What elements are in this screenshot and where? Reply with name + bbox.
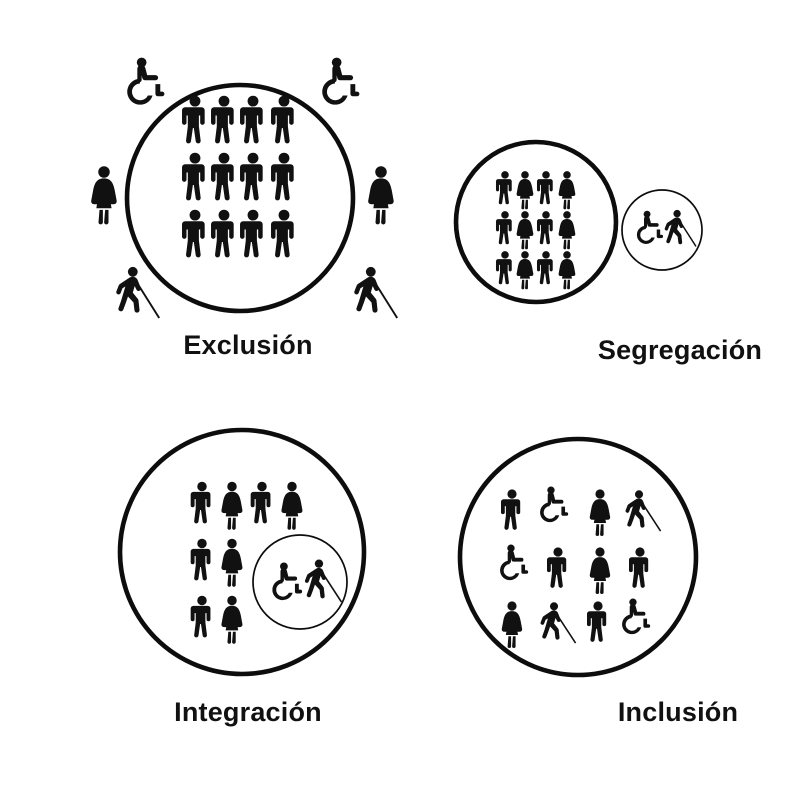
panel-integracion: Integración (0, 400, 400, 800)
man-pictogram-icon (495, 171, 512, 205)
woman-pictogram-icon (281, 481, 303, 530)
woman-pictogram-icon (91, 166, 117, 225)
woman-pictogram-icon (516, 251, 534, 290)
inclusion-inside-group (500, 486, 662, 648)
panel-exclusion: Exclusión (0, 0, 400, 400)
panel-segregacion: Segregación (400, 0, 800, 400)
wheelchair-accessibility-icon (500, 544, 529, 581)
man-pictogram-icon (182, 209, 205, 258)
wheelchair-accessibility-icon (322, 57, 360, 105)
man-pictogram-icon (182, 152, 205, 201)
woman-pictogram-icon (501, 601, 523, 648)
segregacion-main-circle (453, 139, 619, 305)
man-pictogram-icon (271, 152, 294, 201)
woman-pictogram-icon (589, 547, 611, 594)
man-pictogram-icon (240, 152, 263, 201)
man-pictogram-icon (536, 211, 553, 245)
integracion-inside-group (190, 481, 303, 644)
wheelchair-accessibility-icon (540, 486, 569, 523)
man-pictogram-icon (182, 95, 205, 144)
panel-label-integracion: Integración (174, 697, 322, 727)
woman-pictogram-icon (221, 538, 243, 587)
woman-pictogram-icon (558, 171, 576, 210)
man-pictogram-icon (250, 481, 271, 524)
integracion-main-circle (117, 427, 367, 677)
wheelchair-accessibility-icon (127, 57, 165, 105)
woman-pictogram-icon (221, 481, 243, 530)
blind-person-with-cane-icon (664, 209, 697, 247)
inclusion-graphic (457, 436, 699, 678)
panel-label-segregacion: Segregación (597, 335, 763, 365)
blind-person-with-cane-icon (354, 266, 399, 319)
blind-person-with-cane-icon (304, 559, 343, 603)
exclusion-graphic (91, 57, 399, 319)
blind-person-with-cane-icon (116, 266, 161, 319)
woman-pictogram-icon (558, 211, 576, 250)
man-pictogram-icon (211, 95, 234, 144)
man-pictogram-icon (536, 171, 553, 205)
woman-pictogram-icon (221, 595, 243, 644)
man-pictogram-icon (495, 211, 512, 245)
exclusion-inside-group (182, 95, 294, 258)
man-pictogram-icon (501, 489, 521, 530)
integracion-graphic (117, 427, 367, 677)
blind-person-with-cane-icon (625, 490, 662, 532)
inclusion-main-circle (457, 436, 699, 678)
segregacion-graphic (453, 139, 703, 305)
panel-label-inclusion: Inclusión (617, 697, 739, 727)
segregacion-inside-group (495, 171, 576, 290)
man-pictogram-icon (211, 209, 234, 258)
wheelchair-accessibility-icon (622, 598, 651, 635)
woman-pictogram-icon (368, 166, 394, 225)
man-pictogram-icon (240, 209, 263, 258)
man-pictogram-icon (240, 95, 263, 144)
wheelchair-accessibility-icon (272, 562, 303, 601)
man-pictogram-icon (547, 547, 567, 588)
man-pictogram-icon (536, 251, 553, 285)
wheelchair-accessibility-icon (636, 210, 664, 244)
woman-pictogram-icon (516, 171, 534, 210)
panel-inclusion: Inclusión (400, 400, 800, 800)
integracion-small-circle (252, 534, 348, 630)
man-pictogram-icon (629, 547, 649, 588)
man-pictogram-icon (190, 481, 211, 524)
segregacion-small-circle (621, 189, 703, 271)
man-pictogram-icon (271, 95, 294, 144)
man-pictogram-icon (271, 209, 294, 258)
blind-person-with-cane-icon (540, 602, 577, 644)
woman-pictogram-icon (589, 489, 611, 536)
man-pictogram-icon (190, 595, 211, 638)
man-pictogram-icon (587, 601, 607, 642)
panel-label-exclusion: Exclusión (183, 330, 313, 360)
woman-pictogram-icon (558, 251, 576, 290)
exclusion-main-circle (124, 82, 356, 314)
man-pictogram-icon (211, 152, 234, 201)
man-pictogram-icon (495, 251, 512, 285)
woman-pictogram-icon (516, 211, 534, 250)
man-pictogram-icon (190, 538, 211, 581)
